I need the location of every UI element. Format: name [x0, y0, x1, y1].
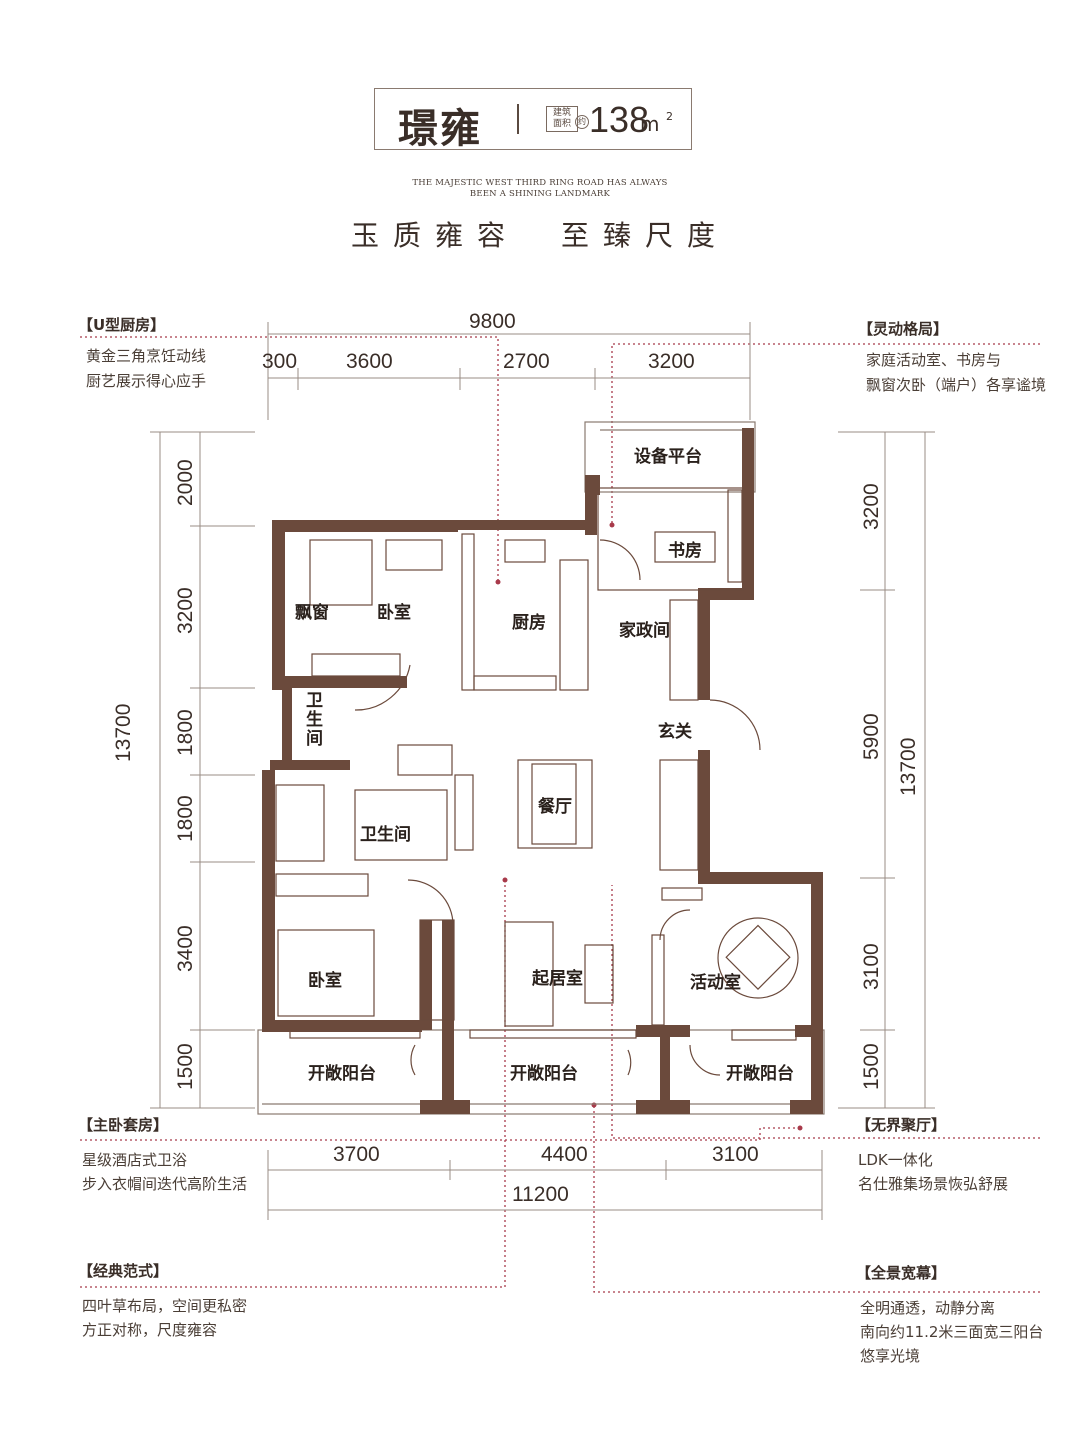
note-line: 家庭活动室、书房与: [866, 351, 1002, 369]
note-line: 全明通透，动静分离: [860, 1299, 996, 1317]
note-line: 四叶草布局，空间更私密: [82, 1297, 248, 1315]
leader-panorama: [593, 1105, 1040, 1293]
dim-left-seg: 1500: [174, 1043, 197, 1090]
room-bedroom-master: 卧室: [308, 971, 342, 991]
unit-name: 璟雍: [398, 105, 482, 152]
dim-bottom-seg: 3100: [712, 1143, 759, 1166]
dim-right-total: 13700: [897, 737, 920, 796]
note-title: 【灵动格局】: [858, 320, 949, 338]
room-foyer: 玄关: [658, 722, 692, 742]
note-line: 黄金三角烹饪动线: [86, 347, 207, 365]
dim-left-seg: 3200: [174, 587, 197, 634]
room-balcony-3: 开敞阳台: [726, 1064, 794, 1084]
dim-right-seg: 1500: [860, 1043, 883, 1090]
room-housekeeping: 家政间: [619, 621, 670, 641]
walls: [262, 428, 823, 1114]
room-equipment-platform: 设备平台: [634, 447, 702, 467]
leader-dot: [609, 522, 615, 528]
note-living-hall: 【无界聚厅】 LDK一体化 名仕雅集场景恢弘舒展: [856, 1114, 1008, 1194]
note-title: 【无界聚厅】: [856, 1116, 947, 1134]
english-line-1: THE MAJESTIC WEST THIRD RING ROAD HAS AL…: [412, 178, 668, 188]
note-line: LDK一体化: [858, 1151, 933, 1169]
leader-u-kitchen: [80, 336, 499, 580]
room-living: 起居室: [532, 969, 583, 989]
dim-left-total: 13700: [112, 703, 135, 762]
room-kitchen: 厨房: [512, 613, 546, 633]
dim-left-seg: 1800: [174, 795, 197, 842]
note-title: 【全景宽幕】: [856, 1264, 947, 1282]
slogan: 玉质雍容 至臻尺度: [350, 219, 729, 252]
approx-badge: 约: [575, 115, 589, 129]
activity-table: [717, 917, 799, 999]
leader-living-hall: [611, 885, 1040, 1139]
leader-master-suite: [80, 1127, 800, 1141]
dim-bottom-total: 11200: [512, 1183, 569, 1206]
dim-left-seg: 2000: [174, 459, 197, 506]
note-line: 名仕雅集场景恢弘舒展: [858, 1175, 1009, 1193]
title-frame: [374, 88, 692, 150]
area-unit-superscript: 2: [666, 110, 673, 123]
note-line: 悠享光境: [860, 1347, 921, 1365]
dim-bottom-seg: 4400: [541, 1143, 588, 1166]
leader-classic: [80, 880, 506, 1288]
dim-right-seg: 3200: [860, 483, 883, 530]
room-activity: 活动室: [690, 973, 741, 993]
room-balcony-1: 开敞阳台: [308, 1064, 376, 1084]
room-bath-master: 卫生间: [360, 825, 411, 845]
dim-left-seg: 3400: [174, 925, 197, 972]
dimension-lines: [150, 322, 935, 1220]
note-flexible: 【灵动格局】 家庭活动室、书房与 飘窗次卧（端户）各享谧境: [858, 318, 1046, 395]
room-dining: 餐厅: [538, 797, 572, 817]
dim-top-total: 9800: [469, 310, 516, 333]
leader-dot: [797, 1125, 803, 1131]
room-study: 书房: [668, 541, 702, 561]
room-bay-window: 飘窗: [295, 603, 329, 623]
english-tagline: THE MAJESTIC WEST THIRD RING ROAD HAS AL…: [340, 178, 740, 200]
room-bath-small: 卫生间: [306, 691, 323, 749]
note-line: 厨艺展示得心应手: [86, 372, 207, 390]
dim-right-seg: 3100: [860, 943, 883, 990]
area-unit: m: [640, 112, 660, 136]
note-classic: 【经典范式】 四叶草布局，空间更私密 方正对称，尺度雍容: [78, 1260, 247, 1340]
note-title: 【U型厨房】: [78, 316, 166, 334]
room-balcony-2: 开敞阳台: [510, 1064, 578, 1084]
note-line: 星级酒店式卫浴: [82, 1151, 188, 1169]
area-label-line2: 面积: [552, 119, 571, 129]
leader-dot: [591, 1102, 597, 1108]
note-title: 【主卧套房】: [78, 1116, 169, 1134]
leader-dot: [502, 877, 508, 883]
note-line: 方正对称，尺度雍容: [82, 1321, 218, 1339]
interior-lines: [275, 487, 797, 1076]
note-u-kitchen: 【U型厨房】 黄金三角烹饪动线 厨艺展示得心应手: [78, 314, 206, 391]
note-master-suite: 【主卧套房】 星级酒店式卫浴 步入衣帽间迭代高阶生活: [78, 1114, 247, 1194]
dim-left-seg: 1800: [174, 709, 197, 756]
dim-right-seg: 5900: [860, 713, 883, 760]
note-line: 南向约11.2米三面宽三阳台: [860, 1323, 1044, 1341]
dim-bottom-seg: 3700: [333, 1143, 380, 1166]
title-separator: [517, 104, 519, 134]
dim-top-seg: 300: [262, 350, 298, 373]
dim-top-seg: 3200: [648, 350, 695, 373]
note-line: 步入衣帽间迭代高阶生活: [82, 1175, 248, 1193]
note-line: 飘窗次卧（端户）各享谧境: [866, 376, 1047, 394]
english-line-2: BEEN A SHINING LANDMARK: [469, 189, 611, 199]
note-title: 【经典范式】: [78, 1262, 169, 1280]
note-panorama: 【全景宽幕】 全明通透，动静分离 南向约11.2米三面宽三阳台 悠享光境: [856, 1262, 1043, 1366]
dim-top-seg: 2700: [503, 350, 550, 373]
room-bedroom-north: 卧室: [377, 603, 411, 623]
dim-top-seg: 3600: [346, 350, 393, 373]
area-value: 138: [589, 99, 650, 140]
area-label-line1: 建筑: [552, 108, 571, 118]
leader-dot: [495, 579, 501, 585]
